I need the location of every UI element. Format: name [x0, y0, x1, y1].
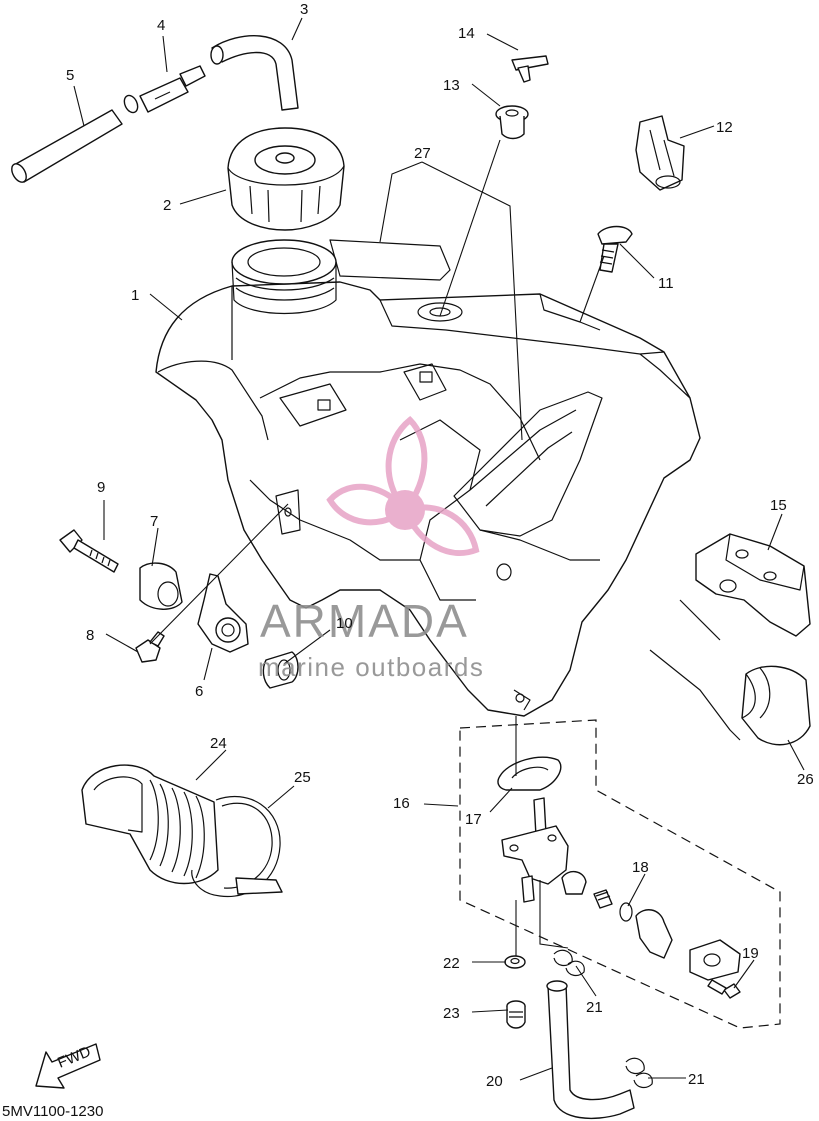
callout-4: 4 — [157, 17, 165, 34]
callout-21b: 21 — [688, 1071, 705, 1088]
callout-6: 6 — [195, 683, 203, 700]
part-hose-5 — [11, 109, 123, 183]
callout-13: 13 — [443, 77, 460, 94]
faint-frame-lines — [649, 599, 741, 741]
callout-5: 5 — [66, 67, 74, 84]
armada-watermark: ARMADA marine outboards — [258, 415, 484, 682]
part-washer-22 — [504, 955, 526, 969]
callout-21a: 21 — [586, 999, 603, 1016]
part-clip-21-lower — [625, 1057, 653, 1089]
part-duct-24 — [81, 764, 219, 885]
callout-27: 27 — [414, 145, 431, 162]
callout-11: 11 — [658, 275, 674, 292]
callout-19: 19 — [742, 945, 759, 962]
callout-1: 1 — [131, 287, 139, 304]
watermark-brand: ARMADA — [260, 595, 469, 647]
callout-24: 24 — [210, 735, 227, 752]
leader-lines — [73, 17, 805, 1081]
part-collar-7 — [139, 562, 183, 610]
callout-17: 17 — [465, 811, 482, 828]
callout-10: 10 — [336, 615, 353, 632]
part-bent-hose-3 — [210, 35, 299, 111]
part-bolt-8 — [135, 631, 165, 663]
part-screw-14 — [511, 55, 549, 83]
part-check-valve-4 — [123, 65, 206, 114]
callout-9: 9 — [97, 479, 105, 496]
callout-18: 18 — [632, 859, 649, 876]
callout-2: 2 — [163, 197, 171, 214]
callout-12: 12 — [716, 119, 733, 136]
callout-26: 26 — [797, 771, 814, 788]
part-fuel-hose-20 — [546, 980, 635, 1119]
part-collar-10 — [262, 651, 299, 689]
callout-16: 16 — [393, 795, 410, 812]
part-tank-cap-2 — [227, 127, 345, 231]
part-cover-15 — [695, 533, 811, 637]
part-bracket-6 — [197, 573, 249, 653]
part-clamp-12 — [635, 115, 685, 191]
part-clip-21-upper — [553, 949, 585, 977]
callout-20: 20 — [486, 1073, 503, 1090]
fwd-arrow-icon: FWD — [35, 1043, 101, 1089]
callout-7: 7 — [150, 513, 158, 530]
callout-3: 3 — [300, 1, 308, 18]
fuel-cock-assembly-box — [459, 719, 781, 1029]
part-bolt-11 — [597, 225, 633, 273]
part-bolt-23 — [506, 1000, 526, 1029]
callout-15: 15 — [770, 497, 787, 514]
callout-22: 22 — [443, 955, 460, 972]
callout-14: 14 — [458, 25, 475, 42]
callout-25: 25 — [294, 769, 311, 786]
callout-23: 23 — [443, 1005, 460, 1022]
part-damper-13 — [495, 105, 529, 140]
callout-8: 8 — [86, 627, 94, 644]
diagram-code: 5MV1100-1230 — [2, 1103, 103, 1120]
part-clamp-25 — [191, 795, 283, 898]
part-damper-26 — [741, 665, 811, 746]
propeller-logo-icon — [326, 415, 480, 557]
callout-labels: 3 4 5 2 14 13 12 27 11 1 9 7 8 6 10 15 2… — [66, 1, 814, 1090]
part-fuel-tank-1 — [155, 239, 701, 717]
part-fuel-cock-16 — [501, 797, 741, 999]
part-gasket-17 — [497, 756, 562, 791]
part-bolt-9 — [59, 529, 119, 573]
watermark-tagline: marine outboards — [258, 652, 484, 682]
